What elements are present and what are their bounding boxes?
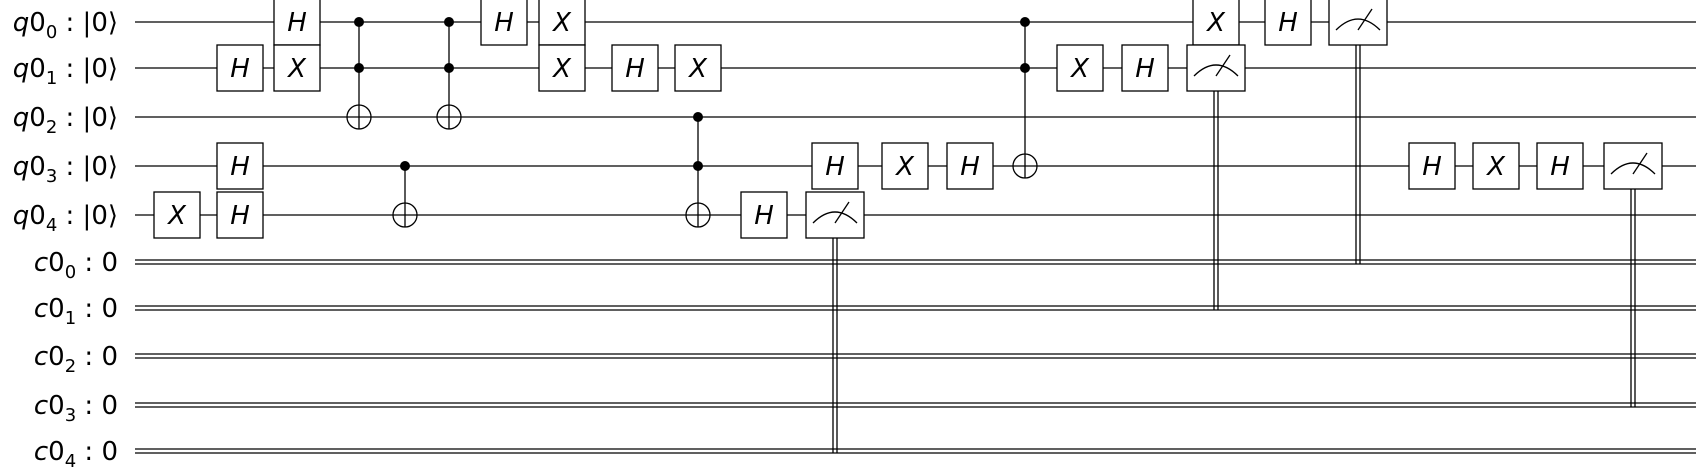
gate-ccx-c15 [1012,17,1038,179]
measure-q1-c1 [1186,44,1246,92]
qubit-label-1: q01 : |0⟩ [13,54,118,89]
clbit-label-4: c04 : 0 [34,437,118,467]
meter-needle [834,201,850,224]
svg-text:H: H [230,201,250,231]
svg-text:H: H [825,152,845,182]
qubit-label-0: q00 : |0⟩ [13,8,118,43]
control-dot [693,161,703,171]
gate-h-q3-c21: H [1408,142,1456,190]
control-dot [354,63,364,73]
measure-q3-c3 [1603,142,1663,190]
qubit-label-4: q04 : |0⟩ [13,201,118,236]
svg-text:X: X [894,152,915,182]
svg-text:H: H [1422,152,1442,182]
meter-arc [1610,162,1656,175]
meter-arc [1193,64,1239,77]
gate-ccx-c6 [436,17,462,130]
meter-needle [1215,54,1231,77]
meter-needle [1632,152,1648,175]
qubit-label-3: q03 : |0⟩ [13,152,118,187]
register-labels: q00 : |0⟩ q01 : |0⟩ q02 : |0⟩ q03 : |0⟩ q04 … [13,8,118,467]
svg-text:H: H [1278,8,1298,38]
gate-h-q4-c11: H [740,191,788,239]
meter-arc [812,211,858,224]
meter-arc [1335,18,1381,31]
svg-text:X: X [551,8,572,38]
gate-cx-c10 [685,112,711,228]
clbit-label-2: c02 : 0 [34,342,118,377]
clbit-label-0: c00 : 0 [34,248,118,283]
svg-text:X: X [1205,8,1226,38]
gate-h-q0-c7: H [480,0,528,46]
control-dot [444,63,454,73]
gate-x-q1-c8: X [538,44,586,92]
measure-q4-c4 [805,191,865,239]
gate-x-q1-c3: X [273,44,321,92]
clbit-label-1: c01 : 0 [34,294,118,329]
control-dot [1020,63,1030,73]
svg-text:X: X [1069,54,1090,84]
gate-h-q3-c12: H [811,142,859,190]
gate-x-q0-c18: X [1192,0,1240,46]
clbit-wire-4 [135,448,1696,454]
gate-h-q0-c19: H [1264,0,1312,46]
gate-h-q3-c2: H [216,142,264,190]
gate-h-q0-c3: H [273,0,321,46]
svg-text:X: X [1485,152,1506,182]
svg-text:X: X [166,201,187,231]
gate-x-q3-c22: X [1472,142,1520,190]
svg-text:X: X [286,54,307,84]
svg-text:H: H [960,152,980,182]
clbit-wire-2 [135,353,1696,359]
clbit-label-3: c03 : 0 [34,391,118,426]
svg-text:H: H [230,152,250,182]
svg-text:X: X [687,54,708,84]
svg-text:X: X [551,54,572,84]
gate-ccx-c4 [346,17,372,130]
svg-text:H: H [1135,54,1155,84]
qubit-label-2: q02 : |0⟩ [13,103,118,138]
svg-text:H: H [494,8,514,38]
svg-text:H: H [230,54,250,84]
svg-text:H: H [625,54,645,84]
gate-x-q1-c10: X [674,44,722,92]
gate-x-q4-c1: X [153,191,201,239]
clbit-wire-0 [135,259,1696,265]
gate-x-q1-c16: X [1056,44,1104,92]
svg-text:H: H [1550,152,1570,182]
svg-text:H: H [754,201,774,231]
clbit-wire-3 [135,402,1696,408]
connectors [832,45,1636,453]
control-dot [400,161,410,171]
gate-h-q1-c2: H [216,44,264,92]
control-dot [693,112,703,122]
gate-h-q3-c14: H [946,142,994,190]
meter-needle [1357,8,1373,31]
gate-h-q3-c23: H [1536,142,1584,190]
gate-x-q3-c13: X [881,142,929,190]
control-dot [354,17,364,27]
control-dot [444,17,454,27]
measure-q0-c0 [1328,0,1388,46]
gate-x-q0-c8: X [538,0,586,46]
svg-text:H: H [287,8,307,38]
wires [135,21,1696,454]
gate-h-q1-c9: H [611,44,659,92]
gate-cx-c5 [392,161,418,228]
gate-h-q1-c17: H [1121,44,1169,92]
control-dot [1020,17,1030,27]
gate-h-q4-c2: H [216,191,264,239]
clbit-wire-1 [135,305,1696,311]
